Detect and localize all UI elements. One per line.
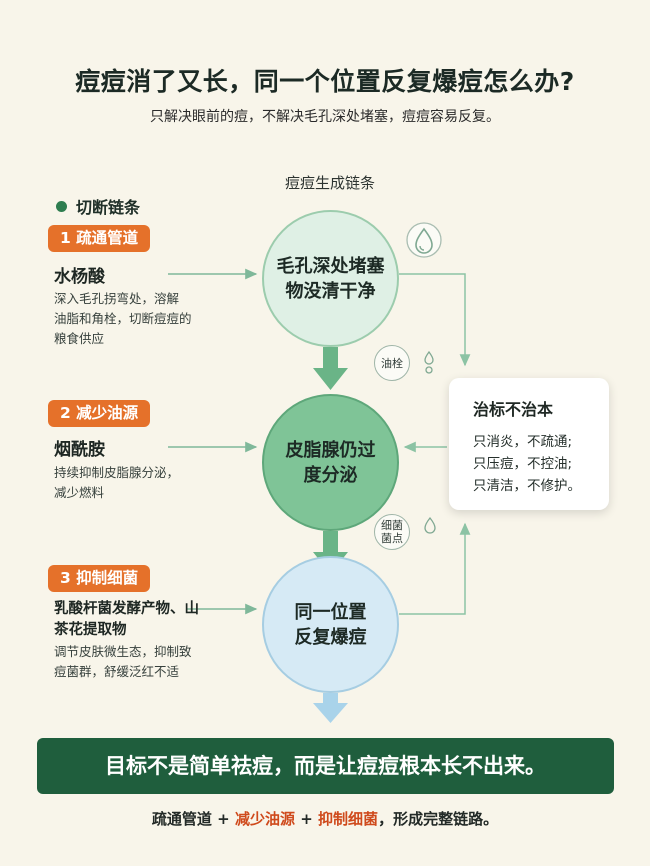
oil-droplet-icon [424,350,434,374]
card-title: 治标不治本 [473,400,554,419]
step1-desc-line: 油脂和角栓，切断痘痘的 [54,311,192,326]
step2-name: 烟酰胺 [54,440,105,460]
tag-bacteria: 细菌 菌点 [374,514,410,550]
symptom-only-card [449,378,609,510]
footer-part1: 疏通管道 [151,810,212,828]
step1-desc-line: 粮食供应 [54,331,105,346]
footer-tail: ，形成完整链路。 [378,810,499,828]
page-subtitle: 只解决眼前的痘，不解决毛孔深处堵塞，痘痘容易反复。 [150,109,500,125]
step3-name-line: 茶花提取物 [54,622,127,638]
tag2-line: 菌点 [381,532,403,545]
tag-oil-plug: 油栓 [374,345,410,381]
card-line: 只清洁，不修护。 [473,478,581,494]
step3-desc: 调节皮肤微生态，抑制致 痘菌群，舒缓泛红不适 [54,642,224,682]
step2-desc: 持续抑制皮脂腺分泌， 减少燃料 [54,463,224,503]
chain-title: 痘痘生成链条 [284,174,375,192]
step3-name-line: 乳酸杆菌发酵产物、山 [54,601,199,617]
water-drop-icon [406,222,442,258]
footer-plus: + [217,810,230,828]
step3-badge: 3 抑制细菌 [48,565,151,592]
footer-summary: 疏通管道 + 减少油源 + 抑制细菌，形成完整链路。 [0,808,650,829]
step3-desc-line: 调节皮肤微生态，抑制致 [54,644,192,659]
legend-label: 切断链条 [76,198,141,217]
goal-banner: 目标不是简单祛痘，而是让痘痘根本长不出来。 [37,738,614,794]
step1-name: 水杨酸 [54,267,105,287]
node-sebum-overproduction: 皮脂腺仍过 度分泌 [262,394,399,531]
node1-line: 毛孔深处堵塞 [276,255,385,277]
step2-badge: 2 减少油源 [48,400,151,427]
step2-desc-line: 减少燃料 [54,485,105,500]
step1-badge: 1 疏通管道 [48,225,151,252]
down-arrow-node1-node2 [313,347,348,390]
step2-desc-line: 持续抑制皮脂腺分泌， [54,465,180,480]
footer-part3: 抑制细菌 [318,810,379,828]
step1-desc-line: 深入毛孔拐弯处，溶解 [54,291,180,306]
node2-line: 度分泌 [303,464,358,486]
tag2-line: 细菌 [381,519,403,532]
line-node3-to-card [399,522,471,615]
node-pore-clog: 毛孔深处堵塞 物没清干净 [262,210,399,347]
tag1-text: 油栓 [381,356,403,370]
card-line: 只压痘，不控油; [473,456,573,472]
legend: 切断链条 [56,194,140,218]
green-dot-icon [56,200,67,212]
line-node1-to-card [399,273,471,367]
footer-plus: + [300,810,313,828]
step3-name: 乳酸杆菌发酵产物、山 茶花提取物 [54,599,214,641]
node2-line: 皮脂腺仍过 [285,439,376,461]
page-title: 痘痘消了又长，同一个位置反复爆痘怎么办? [75,67,575,96]
node-recurring-breakout: 同一位置 反复爆痘 [262,556,399,693]
node3-line: 反复爆痘 [294,626,367,648]
step3-desc-line: 痘菌群，舒缓泛红不适 [54,664,180,679]
card-line: 只消炎，不疏通; [473,434,573,450]
down-arrow-node3-bottom [313,693,348,723]
node1-line: 物没清干净 [285,280,376,302]
step1-desc: 深入毛孔拐弯处，溶解 油脂和角栓，切断痘痘的 粮食供应 [54,289,224,349]
footer-part2: 减少油源 [234,810,295,828]
bacteria-droplet-icon [424,516,436,534]
node3-line: 同一位置 [294,601,367,623]
